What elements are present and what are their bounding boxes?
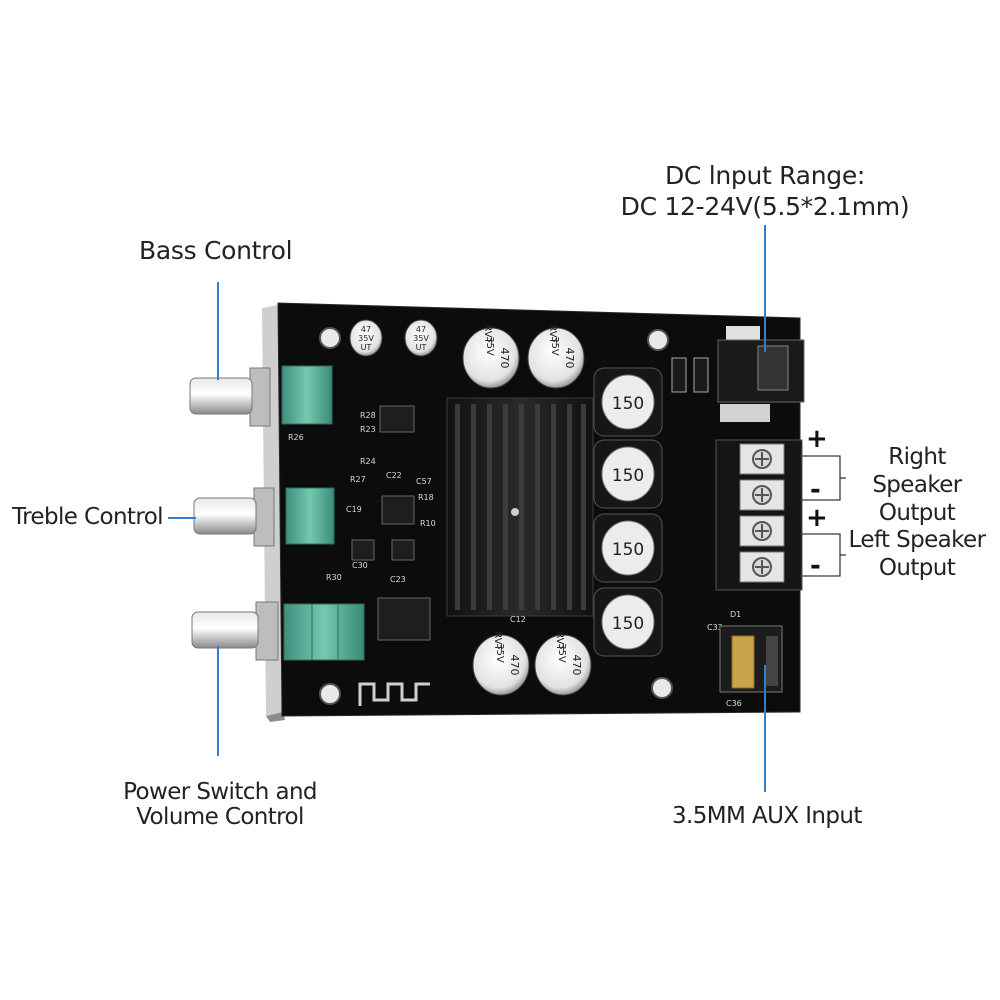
treble-control-label: Treble Control xyxy=(12,504,164,530)
svg-text:35V: 35V xyxy=(494,643,505,663)
small-capacitor-right: 47 35V UT xyxy=(404,319,438,357)
svg-text:C57: C57 xyxy=(416,477,432,486)
inductor-4: 150 xyxy=(593,587,663,657)
svg-text:150: 150 xyxy=(612,466,644,486)
power-volume-label-line1: Power Switch and xyxy=(123,779,317,805)
svg-text:150: 150 xyxy=(612,394,644,414)
aux-jack xyxy=(719,625,783,693)
power-volume-label: Power Switch and Volume Control xyxy=(104,780,336,830)
bass-control-label: Bass Control xyxy=(139,236,293,265)
svg-text:RVT: RVT xyxy=(482,324,493,344)
svg-text:C12: C12 xyxy=(510,615,526,624)
dc-input-label: DC lnput Range: DC 12-24V(5.5*2.1mm) xyxy=(600,160,930,222)
svg-text:R26: R26 xyxy=(288,433,304,442)
svg-text:R24: R24 xyxy=(360,457,376,466)
inductor-3: 150 xyxy=(593,513,663,583)
svg-text:47: 47 xyxy=(361,325,371,334)
svg-text:35V: 35V xyxy=(556,643,567,663)
dc-jack xyxy=(717,326,805,422)
svg-text:470: 470 xyxy=(563,348,576,369)
svg-text:R18: R18 xyxy=(418,493,434,502)
svg-text:C36: C36 xyxy=(726,699,742,708)
svg-text:35V: 35V xyxy=(484,336,495,356)
svg-text:D1: D1 xyxy=(730,610,741,619)
svg-text:R28: R28 xyxy=(360,411,376,420)
pointer-lines xyxy=(168,225,766,792)
left-plus-sign: + xyxy=(806,503,828,533)
svg-text:R23: R23 xyxy=(360,425,376,434)
svg-text:RVT: RVT xyxy=(492,631,503,651)
diode xyxy=(671,357,709,393)
svg-text:35V: 35V xyxy=(549,336,560,356)
svg-text:C33: C33 xyxy=(707,623,723,632)
svg-text:47: 47 xyxy=(416,325,426,334)
capacitor-bottom-right: 470 35V RVT xyxy=(534,631,592,696)
right-minus-sign: - xyxy=(810,475,821,505)
svg-text:150: 150 xyxy=(612,540,644,560)
svg-text:470: 470 xyxy=(570,655,583,676)
svg-text:C19: C19 xyxy=(346,505,362,514)
dc-input-label-line1: DC lnput Range: xyxy=(664,161,866,190)
svg-text:35V: 35V xyxy=(413,334,429,343)
mounting-hole xyxy=(647,329,669,351)
mounting-hole xyxy=(651,677,673,699)
svg-text:UT: UT xyxy=(416,343,427,352)
volume-potentiometer xyxy=(191,601,365,661)
power-volume-label-line2: Volume Control xyxy=(136,804,304,830)
right-speaker-label-line2: Output xyxy=(878,500,956,526)
svg-text:R30: R30 xyxy=(326,573,342,582)
dc-input-label-line2: DC 12-24V(5.5*2.1mm) xyxy=(620,192,910,221)
svg-text:C30: C30 xyxy=(352,561,368,570)
svg-text:35V: 35V xyxy=(358,334,374,343)
svg-text:RVT: RVT xyxy=(547,324,558,344)
silkscreen-labels: R28 R23 R24 R26 R27 C22 C57 R18 R10 C19 … xyxy=(288,411,742,708)
mounting-hole xyxy=(319,683,341,705)
treble-potentiometer xyxy=(193,487,335,547)
ic-chip xyxy=(351,405,431,641)
left-speaker-label-line1: Left Speaker xyxy=(848,527,987,553)
inductor-1: 150 xyxy=(593,367,663,437)
left-speaker-label-line2: Output xyxy=(878,555,956,581)
svg-text:470: 470 xyxy=(498,348,511,369)
svg-text:UT: UT xyxy=(361,343,372,352)
bass-potentiometer xyxy=(189,365,333,427)
capacitor-top-right: 470 35V RVT xyxy=(527,324,585,389)
capacitor-top-left: 470 35V RVT xyxy=(462,324,520,389)
right-speaker-label: Right Speaker Output xyxy=(842,443,992,527)
left-speaker-label: Left Speaker Output xyxy=(846,526,988,582)
svg-text:150: 150 xyxy=(612,614,644,634)
svg-text:470: 470 xyxy=(508,655,521,676)
speaker-terminal-block xyxy=(715,439,803,591)
left-minus-sign: - xyxy=(810,551,821,581)
aux-input-label: 3.5MM AUX Input xyxy=(672,803,862,829)
svg-text:C23: C23 xyxy=(390,575,406,584)
svg-text:R27: R27 xyxy=(350,475,366,484)
heatsink xyxy=(446,397,594,617)
svg-text:RVT: RVT xyxy=(554,631,565,651)
right-plus-sign: + xyxy=(806,424,828,454)
capacitor-bottom-left: 470 35V RVT xyxy=(472,631,530,696)
small-capacitor-left: 47 35V UT xyxy=(349,319,383,357)
right-speaker-label-line1: Right Speaker xyxy=(872,444,962,498)
mounting-hole xyxy=(319,327,341,349)
svg-text:R10: R10 xyxy=(420,519,436,528)
antenna-trace xyxy=(358,682,430,706)
inductor-2: 150 xyxy=(593,439,663,509)
speaker-brackets xyxy=(800,455,846,577)
svg-text:C22: C22 xyxy=(386,471,402,480)
